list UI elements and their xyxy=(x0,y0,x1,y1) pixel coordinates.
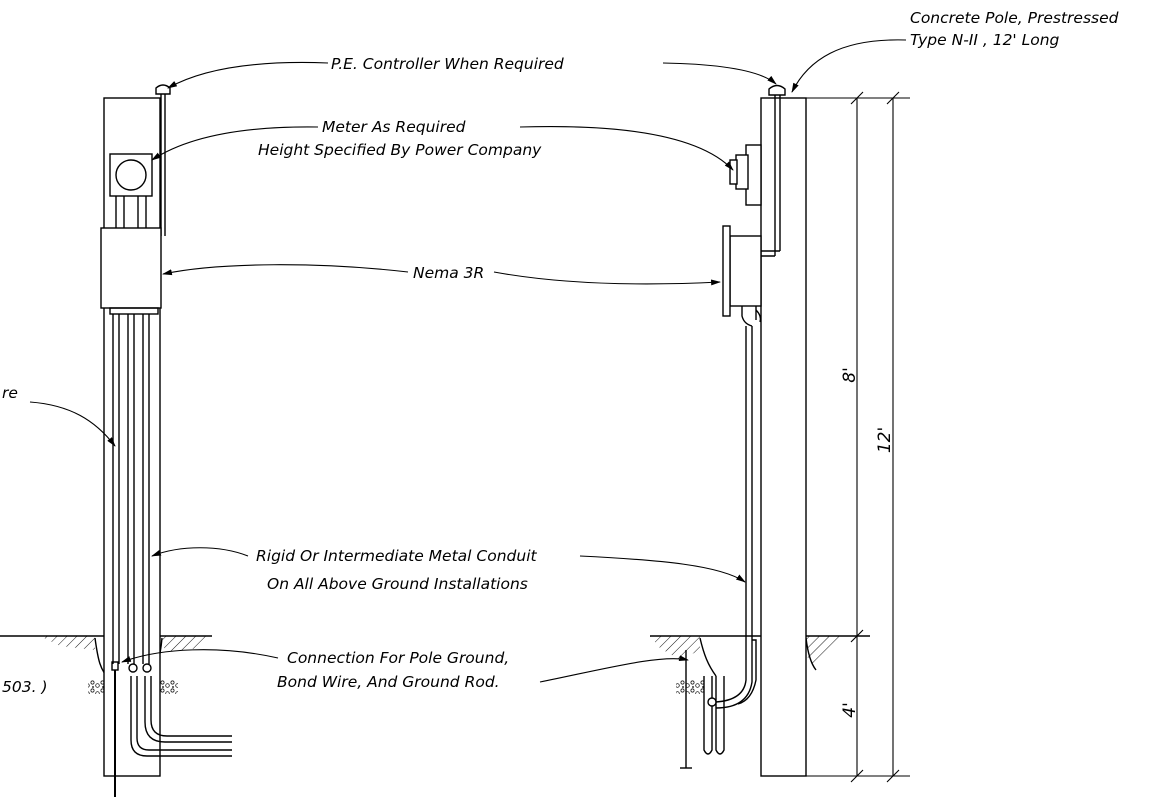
side-nema-fitting xyxy=(741,306,757,327)
side-nema-flange xyxy=(722,225,731,317)
side-ground-clamp xyxy=(707,697,717,707)
front-conduits xyxy=(112,314,150,664)
label-concrete-pole-1: Concrete Pole, Prestressed xyxy=(910,9,1119,27)
side-nema-fitting-nut xyxy=(755,309,762,323)
front-pe-controller xyxy=(155,84,171,95)
label-meter-1: Meter As Required xyxy=(322,118,466,136)
side-conduit-sweep xyxy=(737,639,757,705)
label-concrete-pole-2: Type N-II , 12' Long xyxy=(910,31,1060,49)
front-conduit-sweep2-inner xyxy=(150,676,232,737)
label-pe-controller: P.E. Controller When Required xyxy=(331,55,564,73)
front-gravel-left xyxy=(88,680,106,694)
front-view xyxy=(0,84,232,797)
text-labels: P.E. Controller When Required Concrete P… xyxy=(2,9,1119,696)
side-hook-2 xyxy=(715,676,725,755)
side-gravel xyxy=(676,680,704,694)
label-nema: Nema 3R xyxy=(413,264,484,282)
front-conduit-sweep-inner xyxy=(136,676,232,751)
label-connection-1: Connection For Pole Ground, xyxy=(287,649,509,667)
side-conduit-inner xyxy=(715,326,753,709)
label-meter-2: Height Specified By Power Company xyxy=(258,141,542,159)
dimension-lines xyxy=(806,91,910,783)
front-earth-hatch-right xyxy=(162,636,212,652)
label-left-cut: re xyxy=(2,384,18,402)
dim-12ft: 12' xyxy=(875,427,895,453)
label-conduit-2: On All Above Ground Installations xyxy=(267,575,528,593)
side-earth-hatch-right xyxy=(806,636,845,668)
front-meter-dial xyxy=(115,159,147,191)
side-view: 8' 12' 4' xyxy=(650,84,910,783)
side-nema-enclosure xyxy=(729,235,762,307)
front-earth-hatch xyxy=(40,636,95,650)
front-ground-connection-1 xyxy=(128,663,138,673)
front-ground-connection-2 xyxy=(142,663,152,673)
front-nema-enclosure xyxy=(100,227,162,309)
side-meter-glass xyxy=(729,159,738,185)
label-conduit-1: Rigid Or Intermediate Metal Conduit xyxy=(256,547,538,565)
side-hook-1 xyxy=(703,676,713,755)
front-conduit-sweep-outer xyxy=(130,676,232,757)
leader-lines xyxy=(29,39,907,683)
label-left-ref: 503. ) xyxy=(2,678,48,696)
label-connection-2: Bond Wire, And Ground Rod. xyxy=(277,673,500,691)
side-conduit-outer xyxy=(715,326,747,703)
dim-4ft: 4' xyxy=(840,702,860,718)
side-pe-controller xyxy=(768,84,786,96)
side-pole xyxy=(760,97,807,777)
side-earth-hatch-left xyxy=(650,636,700,660)
dim-8ft: 8' xyxy=(840,367,860,383)
side-meter-body xyxy=(735,154,749,190)
front-conduit-sweep2-outer xyxy=(144,676,232,743)
